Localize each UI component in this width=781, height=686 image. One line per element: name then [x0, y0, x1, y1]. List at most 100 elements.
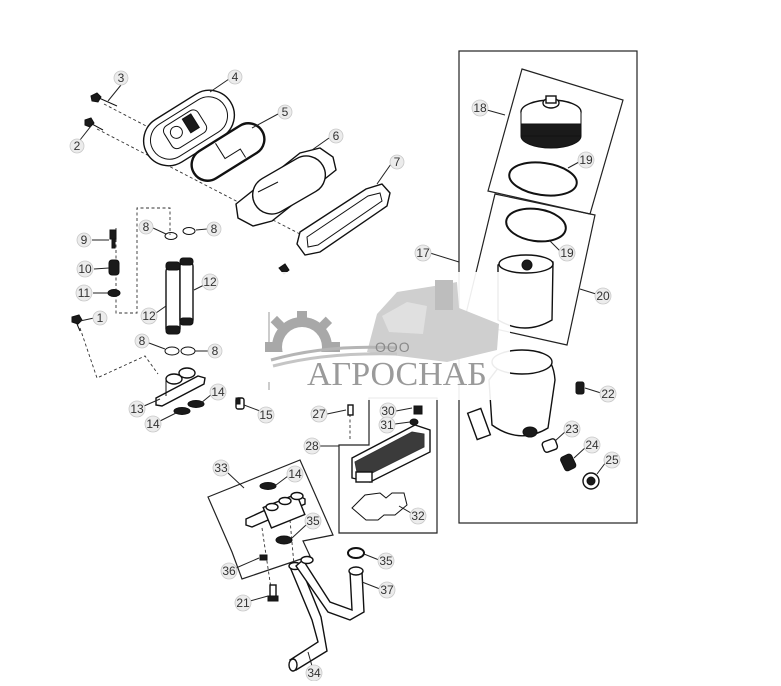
callout-5[interactable]: 5	[277, 104, 293, 120]
cap-part-25[interactable]	[582, 472, 600, 490]
callout-8a[interactable]: 8	[138, 219, 154, 235]
callout-32[interactable]: 32	[409, 507, 427, 525]
callout-bubble-icon	[286, 465, 304, 483]
filter-housing-bowl[interactable]	[466, 349, 556, 441]
callout-36[interactable]: 36	[220, 562, 238, 580]
assembly-line	[115, 207, 171, 314]
callout-number: 6	[333, 129, 340, 143]
callout-21[interactable]: 21	[234, 594, 252, 612]
callout-35a[interactable]: 35	[304, 512, 322, 530]
housing-part-28[interactable]	[351, 424, 431, 483]
callout-20[interactable]: 20	[594, 287, 612, 305]
gasket-part-14[interactable]	[173, 407, 191, 415]
callout-bubble-icon	[378, 581, 396, 599]
callout-35b[interactable]: 35	[377, 552, 395, 570]
callout-24[interactable]: 24	[583, 436, 601, 454]
seal-part-31[interactable]	[409, 418, 419, 426]
callout-22[interactable]: 22	[599, 385, 617, 403]
flange-part-13[interactable]	[155, 367, 206, 407]
callout-bubble-icon	[304, 512, 322, 530]
callout-bubble-icon	[234, 594, 252, 612]
pipe-part-37[interactable]	[295, 555, 365, 621]
callout-25[interactable]: 25	[603, 451, 621, 469]
callout-8c[interactable]: 8	[134, 333, 150, 349]
o-ring-part-8[interactable]	[182, 227, 196, 235]
callout-19a[interactable]: 19	[577, 151, 595, 169]
spring-part-24[interactable]	[560, 453, 577, 472]
callout-30[interactable]: 30	[379, 402, 397, 420]
callout-bubble-icon	[134, 333, 150, 349]
seal-ring-part-35[interactable]	[347, 547, 365, 559]
callout-number: 14	[211, 385, 225, 399]
manifold-part-33[interactable]	[245, 491, 306, 529]
cover-plate-part-4[interactable]	[134, 81, 244, 175]
callout-6[interactable]: 6	[328, 128, 344, 144]
callout-19b[interactable]: 19	[558, 244, 576, 262]
filter-element-part-20[interactable]	[497, 254, 554, 329]
callout-bubble-icon	[138, 219, 154, 235]
assembly-line	[79, 327, 159, 379]
callout-4[interactable]: 4	[227, 69, 243, 85]
callout-28[interactable]: 28	[303, 437, 321, 455]
callout-14a[interactable]: 14	[209, 383, 227, 401]
callout-bubble-icon	[328, 128, 344, 144]
callout-3[interactable]: 3	[113, 70, 129, 86]
callout-27[interactable]: 27	[310, 405, 328, 423]
callout-14c[interactable]: 14	[286, 465, 304, 483]
callout-12a[interactable]: 12	[201, 273, 219, 291]
seal-ring-part-19[interactable]	[507, 158, 579, 199]
washer-part-11[interactable]	[107, 289, 121, 297]
callout-number: 12	[203, 275, 217, 289]
gasket-part-14[interactable]	[259, 482, 277, 490]
callout-12b[interactable]: 12	[140, 307, 158, 325]
callout-37[interactable]: 37	[378, 581, 396, 599]
intake-housing-part-6[interactable]	[235, 147, 337, 227]
callout-bubble-icon	[113, 70, 129, 86]
callout-2[interactable]: 2	[69, 138, 85, 154]
gasket-part-32[interactable]	[351, 492, 408, 521]
callout-33[interactable]: 33	[212, 459, 230, 477]
fitting-part-23[interactable]	[541, 438, 559, 453]
gasket-part-5[interactable]	[186, 117, 271, 187]
callout-23[interactable]: 23	[563, 420, 581, 438]
callout-9[interactable]: 9	[76, 232, 92, 248]
callout-7[interactable]: 7	[389, 154, 405, 170]
tube-part-12[interactable]	[179, 257, 194, 326]
callout-15[interactable]: 15	[257, 406, 275, 424]
callout-number: 21	[236, 596, 250, 610]
plug-part-22[interactable]	[575, 381, 585, 395]
callout-14b[interactable]: 14	[144, 415, 162, 433]
filter-cap-part-18[interactable]	[520, 95, 582, 149]
callout-11[interactable]: 11	[75, 284, 93, 302]
seal-part-35[interactable]	[275, 535, 293, 545]
callout-1[interactable]: 1	[92, 310, 108, 326]
plug-part-30[interactable]	[413, 405, 423, 415]
callout-bubble-icon	[227, 69, 243, 85]
fitting-part-36[interactable]	[259, 554, 268, 561]
gasket-part-7[interactable]	[296, 183, 391, 256]
callout-18[interactable]: 18	[471, 99, 489, 117]
fitting-part-9[interactable]	[109, 229, 117, 249]
bolt-part-3[interactable]	[90, 92, 118, 107]
bolt-part-21[interactable]	[267, 584, 279, 602]
bolt-part-2[interactable]	[84, 117, 104, 131]
spring-part-10[interactable]	[108, 259, 120, 276]
callout-34[interactable]: 34	[305, 664, 323, 682]
clip-part-15[interactable]	[235, 397, 245, 410]
o-ring-part-8[interactable]	[164, 346, 180, 356]
tube-part-12[interactable]	[165, 261, 181, 335]
callout-10[interactable]: 10	[76, 260, 94, 278]
callout-13[interactable]: 13	[128, 400, 146, 418]
gasket-part-14[interactable]	[187, 400, 205, 408]
o-ring-part-8[interactable]	[164, 232, 178, 240]
seal-ring-part-19[interactable]	[504, 205, 568, 245]
callout-number: 23	[565, 422, 579, 436]
callout-8d[interactable]: 8	[207, 343, 223, 359]
o-ring-part-8[interactable]	[180, 346, 196, 356]
callout-31[interactable]: 31	[378, 416, 396, 434]
callout-8b[interactable]: 8	[206, 221, 222, 237]
sensor-part-27[interactable]	[347, 404, 354, 416]
bolt-part-1[interactable]	[71, 314, 83, 332]
callout-bubble-icon	[76, 232, 92, 248]
callout-17[interactable]: 17	[414, 244, 432, 262]
